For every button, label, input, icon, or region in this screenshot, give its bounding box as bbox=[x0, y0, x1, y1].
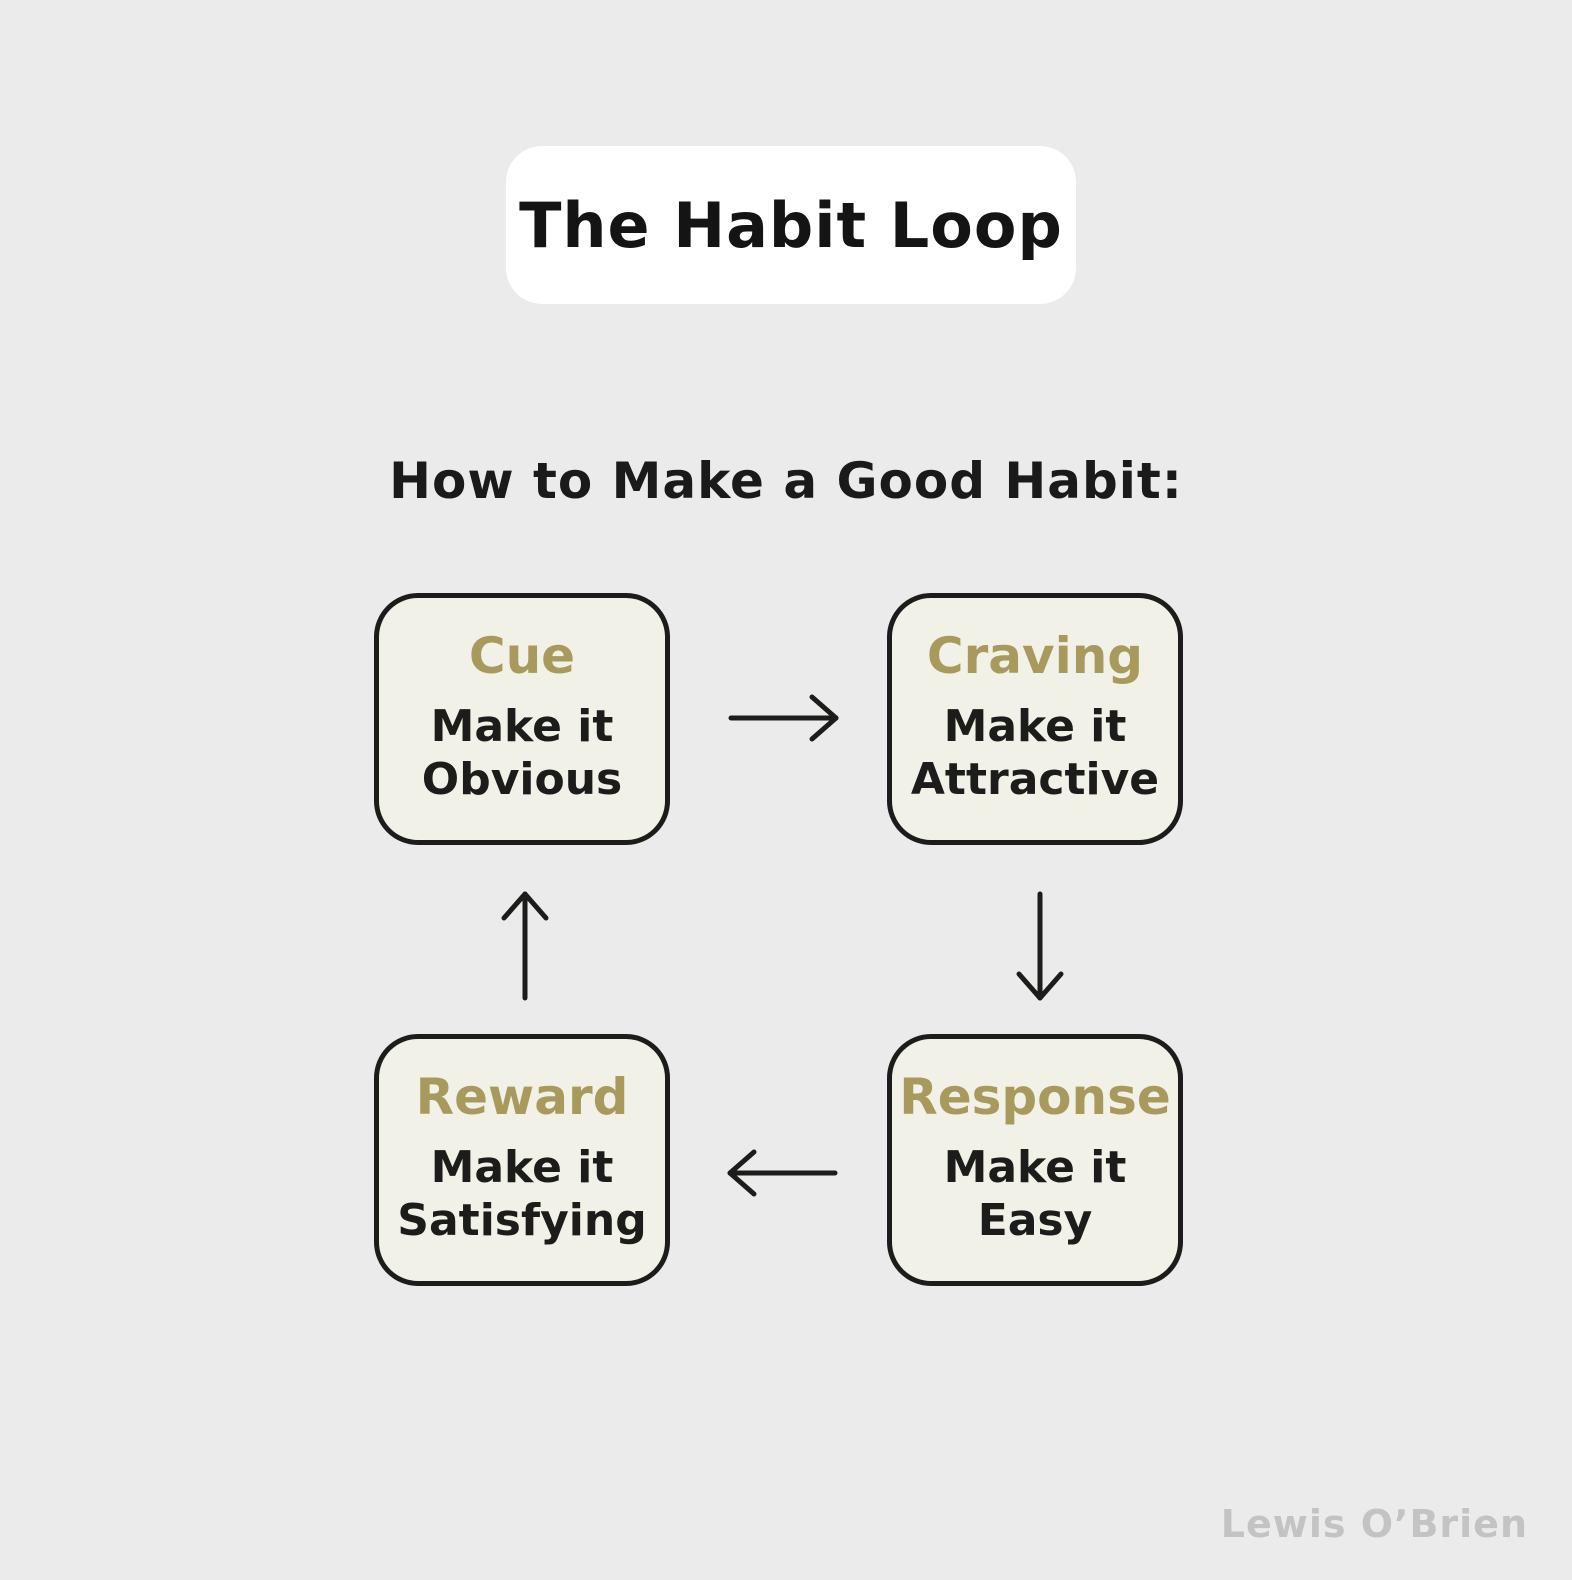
diagram-subtitle: How to Make a Good Habit: bbox=[389, 452, 1183, 510]
step-box-cue: Cue Make it Obvious bbox=[374, 593, 670, 845]
step-box-craving: Craving Make it Attractive bbox=[887, 593, 1183, 845]
step-description-cue: Make it Obvious bbox=[422, 701, 622, 807]
step-description-craving: Make it Attractive bbox=[911, 701, 1159, 807]
arrow-right-icon bbox=[728, 694, 839, 742]
author-watermark: Lewis O’Brien bbox=[1220, 1502, 1528, 1546]
step-desc-line: Make it bbox=[943, 1142, 1127, 1194]
step-name-reward: Reward bbox=[415, 1068, 629, 1127]
step-desc-line: Attractive bbox=[910, 754, 1160, 805]
step-box-reward: Reward Make it Satisfying bbox=[374, 1034, 670, 1286]
step-name-response: Response bbox=[899, 1068, 1171, 1127]
step-desc-line: Obvious bbox=[421, 754, 623, 805]
step-desc-line: Easy bbox=[977, 1195, 1093, 1246]
step-box-response: Response Make it Easy bbox=[887, 1034, 1183, 1286]
step-name-cue: Cue bbox=[468, 627, 576, 686]
title-card: The Habit Loop bbox=[506, 146, 1076, 304]
page-title: The Habit Loop bbox=[519, 188, 1063, 262]
arrow-left-icon bbox=[727, 1149, 838, 1197]
arrow-down-icon bbox=[1016, 891, 1064, 1001]
step-description-response: Make it Easy bbox=[944, 1142, 1127, 1248]
step-desc-line: Satisfying bbox=[397, 1195, 647, 1246]
arrow-up-icon bbox=[501, 891, 549, 1001]
step-desc-line: Make it bbox=[430, 701, 614, 753]
step-name-craving: Craving bbox=[926, 627, 1144, 686]
step-desc-line: Make it bbox=[943, 701, 1127, 753]
step-description-reward: Make it Satisfying bbox=[397, 1142, 646, 1248]
step-desc-line: Make it bbox=[430, 1142, 614, 1194]
